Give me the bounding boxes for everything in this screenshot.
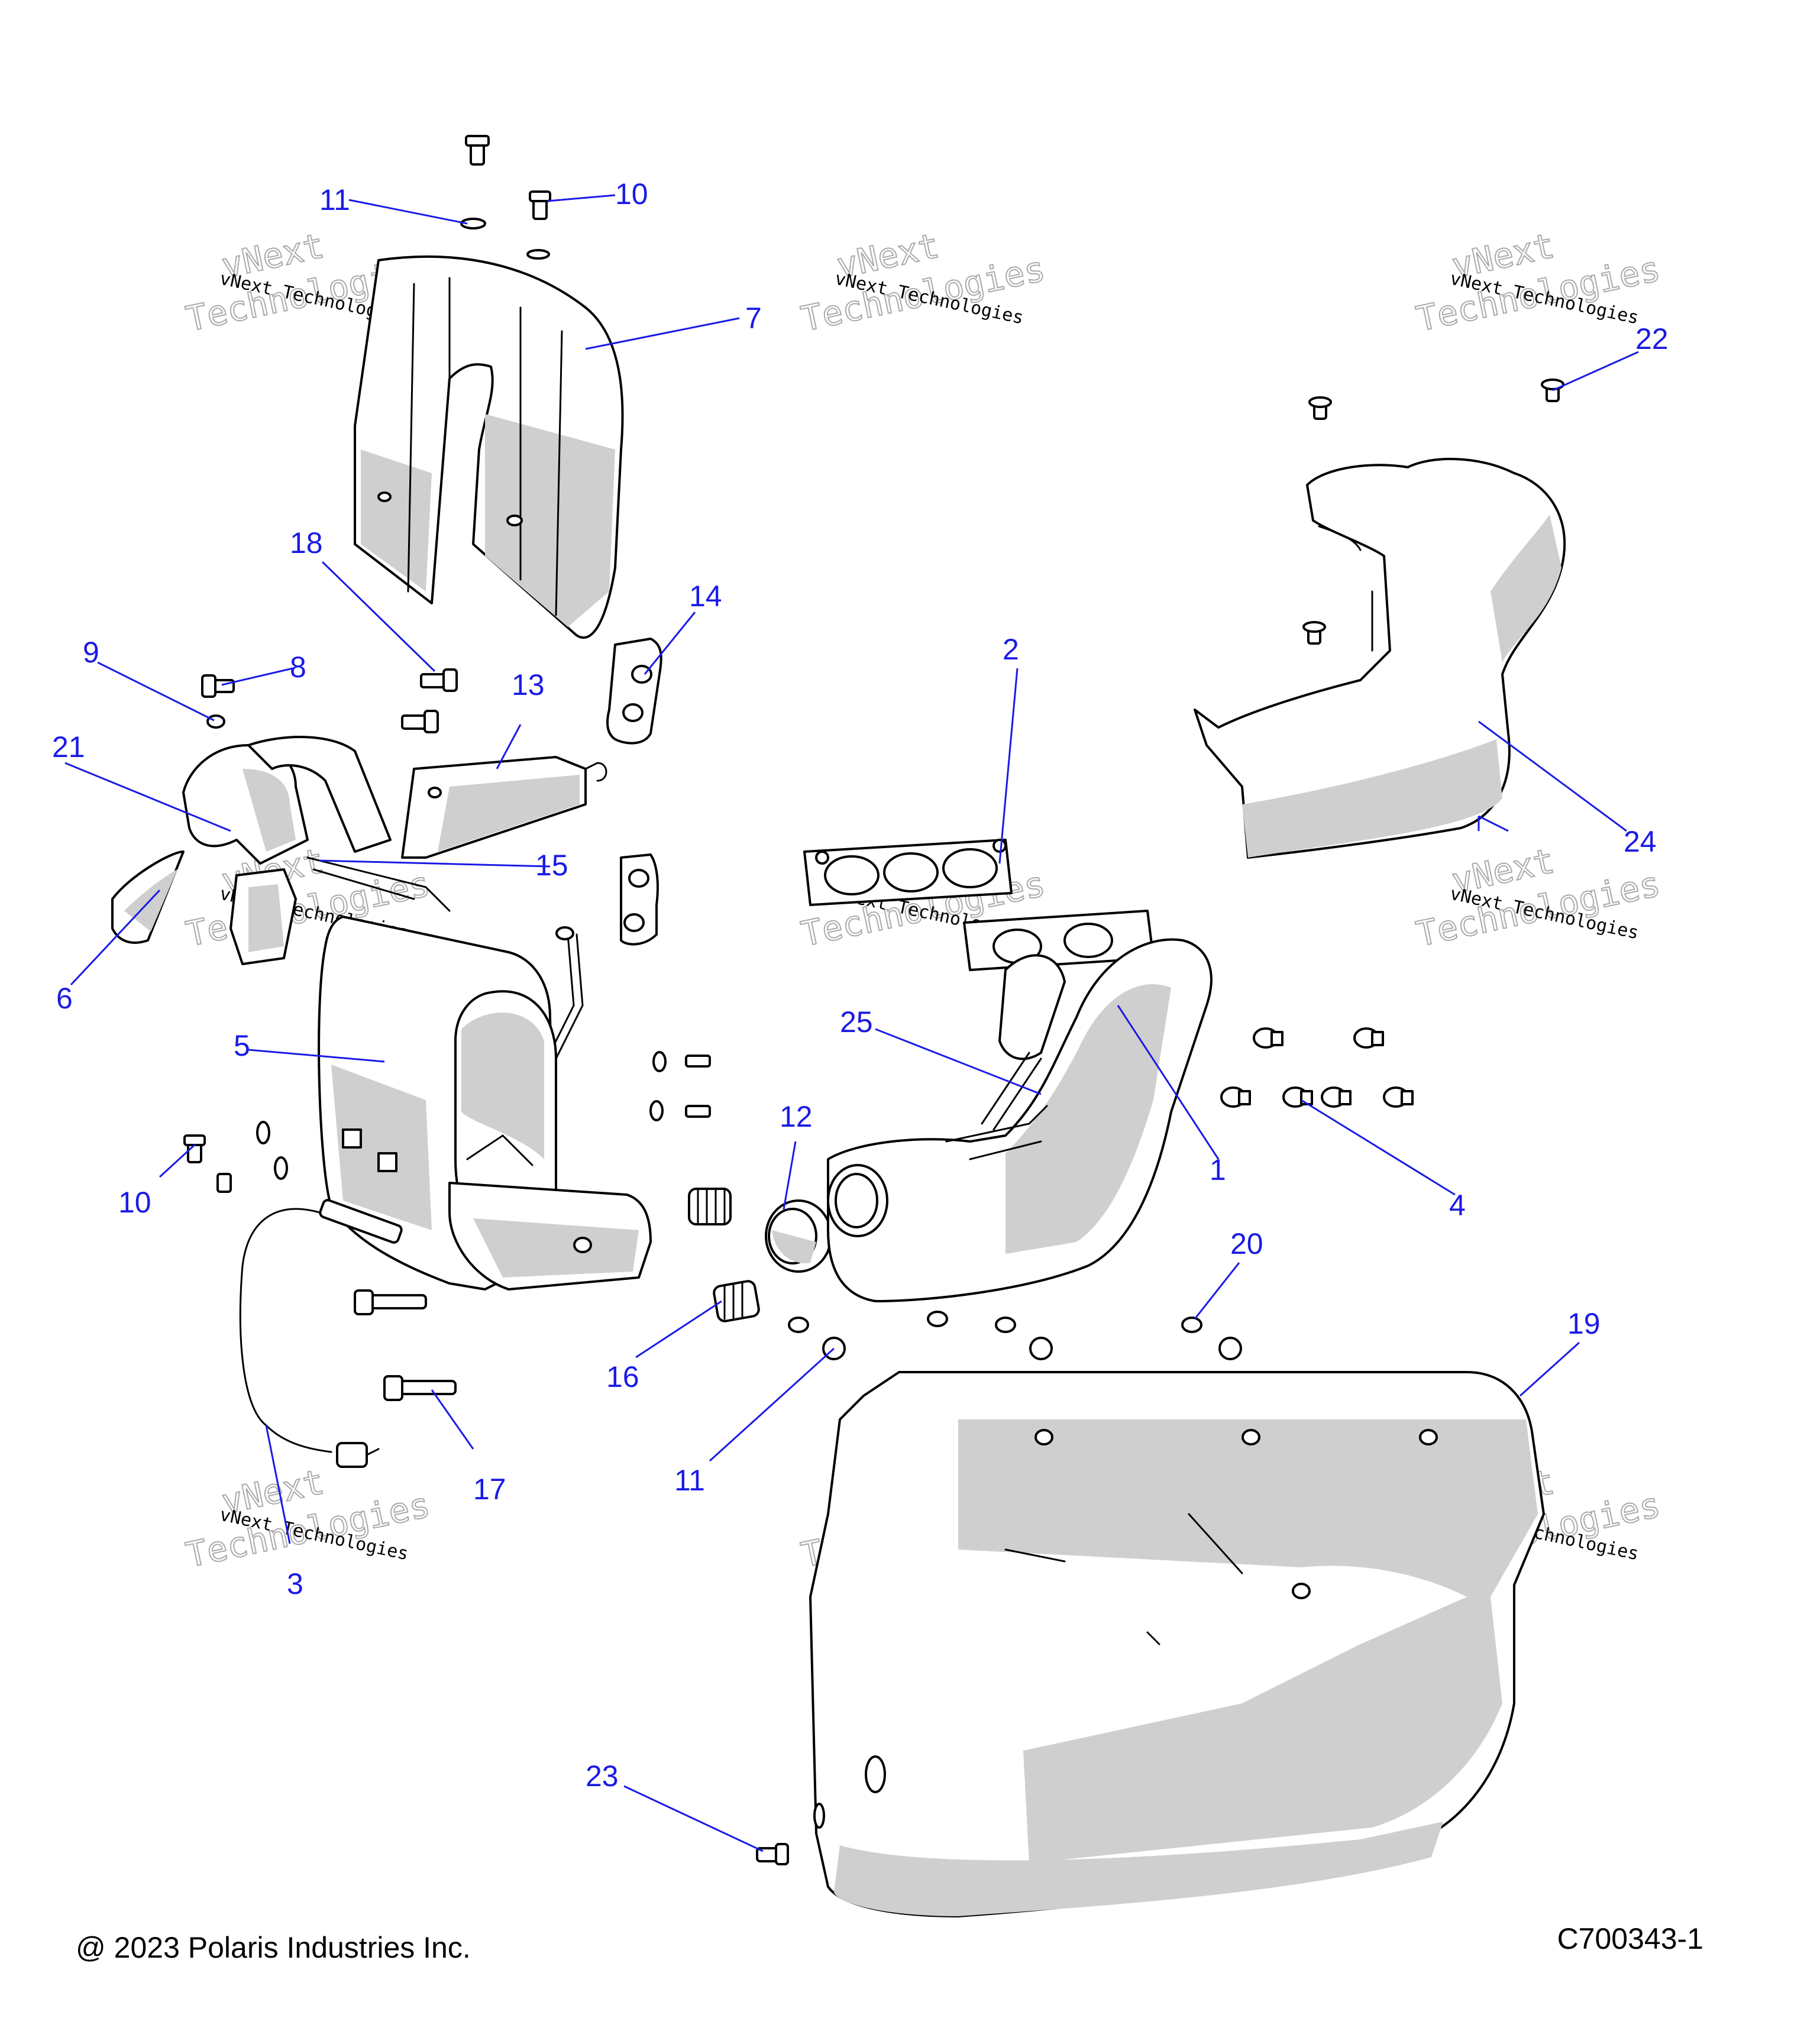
callout-12: 12: [780, 1100, 813, 1133]
muffler-part-5: [318, 916, 652, 1291]
heat-shield-part-7: [354, 255, 624, 639]
callout-23: 23: [586, 1760, 619, 1793]
callout-5: 5: [234, 1029, 250, 1062]
drawing-number: C700343-1: [1557, 1922, 1703, 1955]
callout-7: 7: [745, 302, 762, 335]
callout-8: 8: [290, 651, 306, 684]
inlet-pipe-part-21: [182, 736, 392, 865]
push-nut: [927, 1311, 948, 1327]
nut: [1253, 1027, 1283, 1049]
callout-18: 18: [290, 526, 323, 559]
fastener-22-c: [1302, 621, 1326, 645]
nut: [1321, 1086, 1352, 1108]
push-nut: [995, 1317, 1016, 1333]
fastener-22-b: [1308, 396, 1332, 420]
callout-20: 20: [1230, 1227, 1263, 1260]
watermark: vNext Technologies vNext Technologies: [797, 225, 1049, 340]
callout-1: 1: [1210, 1153, 1226, 1186]
push-nut: [788, 1317, 809, 1333]
washer-top-2: [526, 249, 550, 260]
spring-part-16-a: [688, 1188, 732, 1225]
callout-6: 6: [56, 982, 73, 1015]
bolt-17-a: [354, 1289, 427, 1315]
washer-center: [649, 1100, 664, 1121]
callout-labels: 11 10 7 22 18 14 2 9 8 13 21 15 24 6 25 …: [52, 177, 1669, 1793]
bracket-part-13: [401, 756, 607, 859]
exhaust-header-part-1: [827, 938, 1213, 1302]
spring-part-16-b: [713, 1280, 760, 1322]
washer: [1029, 1337, 1053, 1360]
callout-25: 25: [840, 1005, 873, 1039]
gasket-part-2: [803, 839, 1013, 906]
callout-11: 11: [319, 183, 350, 216]
callout-17: 17: [473, 1473, 506, 1506]
nut: [1353, 1027, 1384, 1049]
bolt-18-b: [401, 710, 439, 733]
washer-left: [256, 1121, 270, 1144]
copyright-text: @ 2023 Polaris Industries Inc.: [76, 1931, 471, 1964]
callout-10: 10: [615, 177, 648, 211]
mount-bracket: [229, 868, 297, 965]
bolt-left-2: [216, 1173, 232, 1193]
callout-2: 2: [1003, 633, 1019, 666]
callout-14: 14: [689, 580, 722, 613]
o2-sensor-part-3: [239, 1199, 403, 1468]
bolt-10-top: [529, 190, 551, 220]
callout-4: 4: [1449, 1189, 1466, 1222]
callout-15: 15: [535, 849, 568, 882]
bolt-10-left: [183, 1134, 206, 1163]
callout-11b: 11: [674, 1464, 705, 1497]
callout-24: 24: [1624, 825, 1657, 858]
callout-22: 22: [1635, 322, 1669, 355]
bolt-18: [420, 668, 458, 692]
watermark: vNext Technologies vNext Technologies: [1412, 225, 1664, 340]
washer-left: [274, 1156, 288, 1180]
heat-shield-part-24: [1194, 458, 1566, 859]
washer-11-top: [460, 218, 486, 229]
grommet-2: [620, 853, 659, 946]
bolt-17-b: [383, 1375, 457, 1401]
watermark: vNext Technologies vNext Technologies: [182, 1461, 434, 1576]
grommet-part-14: [606, 638, 662, 745]
screw-top-1: [465, 135, 490, 166]
heat-shield-part-19: [809, 1371, 1545, 1917]
bolt-23: [756, 1843, 789, 1865]
bolt-center: [685, 1055, 711, 1068]
push-nut-20: [1181, 1317, 1202, 1333]
callout-21: 21: [52, 730, 85, 764]
callout-13: 13: [512, 668, 545, 701]
hardware-row: [788, 1311, 1242, 1360]
callout-9: 9: [83, 636, 99, 669]
callout-3: 3: [287, 1567, 303, 1600]
gasket-ring-part-12: [765, 1199, 832, 1273]
callout-16: 16: [606, 1360, 639, 1393]
bolt-center: [685, 1105, 711, 1118]
leader-lines: [64, 194, 1639, 1852]
washer: [1218, 1337, 1242, 1360]
bolt-8: [201, 674, 235, 698]
nut: [1282, 1086, 1313, 1108]
nut: [1383, 1086, 1414, 1108]
nuts-part-4: [1220, 1027, 1414, 1108]
washer-center: [652, 1051, 667, 1072]
callout-19: 19: [1567, 1307, 1601, 1340]
gasket-b: [963, 910, 1155, 971]
nut: [1220, 1086, 1251, 1108]
callout-10b: 10: [118, 1186, 151, 1219]
